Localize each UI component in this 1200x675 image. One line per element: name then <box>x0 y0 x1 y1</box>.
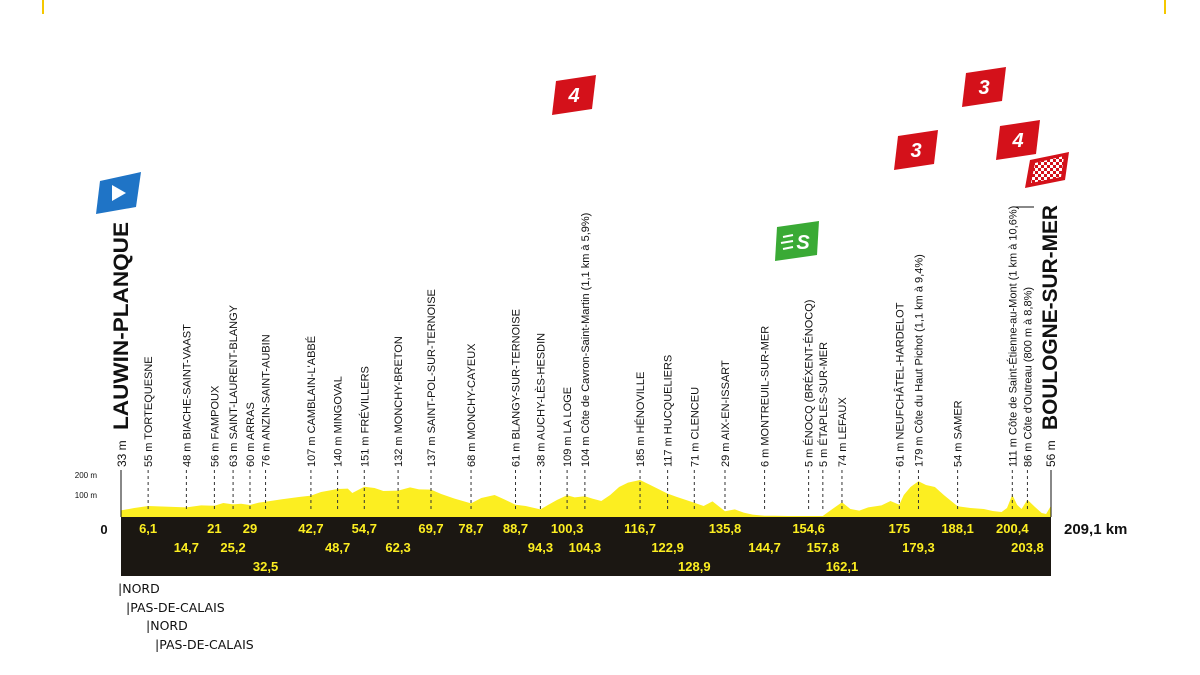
place-label: 5 m ÉNOCQ (BRÉXENT-ÉNOCQ) <box>803 300 816 467</box>
km-label: 48,7 <box>325 540 350 555</box>
start-town: LAUWIN-PLANQUE <box>110 222 133 430</box>
km-label: 6,1 <box>139 521 157 536</box>
km-label: 62,3 <box>385 540 410 555</box>
km-label: 200,4 <box>996 521 1029 536</box>
zero-label: 0 <box>100 522 107 537</box>
place-label: 140 m MINGOVAL <box>333 376 345 467</box>
place-label: 54 m SAMER <box>953 400 965 467</box>
km-label: 128,9 <box>678 559 711 574</box>
place-label: 68 m MONCHY-CAYEUX <box>466 343 478 467</box>
km-label: 100,3 <box>551 521 584 536</box>
place-label: 61 m BLANGY-SUR-TERNOISE <box>511 309 523 467</box>
km-label: 25,2 <box>220 540 245 555</box>
km-label: 88,7 <box>503 521 528 536</box>
y-tick-100: 100 m <box>75 491 98 500</box>
finish-altitude: 56 m <box>1044 440 1058 467</box>
department-item: |NORD <box>146 618 188 633</box>
km-label: 175 <box>888 521 910 536</box>
ground-band <box>121 517 1051 576</box>
place-label: 132 m MONCHY-BRETON <box>393 336 405 467</box>
km-label: 144,7 <box>748 540 781 555</box>
speed-line-icon <box>780 240 794 244</box>
climb-category-number: 3 <box>978 77 989 99</box>
place-label: 38 m AUCHY-LÈS-HESDIN <box>534 333 547 467</box>
place-label: 104 m Côte de Cavron-Saint-Martin (1,1 k… <box>580 213 592 467</box>
place-label: 56 m FAMPOUX <box>209 385 221 467</box>
climb-category-badge <box>962 67 1006 107</box>
km-label: 104,3 <box>569 540 602 555</box>
place-label: 109 m LA LOGE <box>562 387 574 467</box>
place-label: 29 m AIX-EN-ISSART <box>720 360 732 467</box>
place-label: 55 m TORTEQUESNE <box>143 356 155 467</box>
km-label: 21 <box>207 521 221 536</box>
km-label: 157,8 <box>807 540 840 555</box>
play-icon <box>112 185 126 201</box>
km-label: 135,8 <box>709 521 742 536</box>
climb-category-badge <box>996 120 1040 160</box>
place-label: 48 m BIACHE-SAINT-VAAST <box>181 324 193 467</box>
speed-line-icon <box>782 246 794 250</box>
km-label: 54,7 <box>352 521 377 536</box>
finish-town: BOULOGNE-SUR-MER <box>1039 205 1062 430</box>
y-tick-200: 200 m <box>75 471 98 480</box>
department-item: |PAS-DE-CALAIS <box>126 599 225 615</box>
place-label: 71 m CLENCEU <box>689 387 701 467</box>
climb-category-number: 4 <box>567 85 579 107</box>
start-flag-badge <box>96 172 141 214</box>
place-label: 63 m SAINT-LAURENT-BLANGY <box>228 304 240 467</box>
place-label: 185 m HÉNOVILLE <box>634 372 647 467</box>
km-label: 29 <box>243 521 257 536</box>
km-label: 69,7 <box>418 521 443 536</box>
km-label: 203,8 <box>1011 540 1044 555</box>
place-label: 61 m NEUFCHÂTEL-HARDELOT <box>893 302 906 467</box>
department-item: |PAS-DE-CALAIS <box>155 636 254 652</box>
km-label: 94,3 <box>528 540 553 555</box>
checkered-flag-icon <box>1031 156 1064 183</box>
place-label: 6 m MONTREUIL-SUR-MER <box>760 326 772 467</box>
place-label: 117 m HUCQUELIERS <box>663 355 675 467</box>
climb-category-badge <box>552 75 596 115</box>
km-label: 14,7 <box>174 540 199 555</box>
elevation-area <box>121 480 1051 517</box>
department-list: |NORD |PAS-DE-CALAIS |NORD |PAS-DE-CALAI… <box>118 580 254 654</box>
km-label: 162,1 <box>826 559 859 574</box>
place-label: 179 m Côte du Haut Pichot (1,1 km à 9,4%… <box>913 254 925 467</box>
climb-category-badge <box>894 130 938 170</box>
km-label: 179,3 <box>902 540 935 555</box>
place-label: 76 m ANZIN-SAINT-AUBIN <box>261 334 273 467</box>
km-label: 32,5 <box>253 559 278 574</box>
km-label: 154,6 <box>792 521 825 536</box>
place-label: 111 m Côte de Saint-Étienne-au-Mont (1 k… <box>1006 206 1019 467</box>
start-altitude: 33 m <box>115 440 129 467</box>
climb-category-number: 4 <box>1011 130 1023 152</box>
km-label: 188,1 <box>941 521 974 536</box>
place-label: 107 m CAMBLAIN-L'ABBÉ <box>305 336 318 467</box>
place-label: 137 m SAINT-POL-SUR-TERNOISE <box>426 289 438 467</box>
finish-flag-badge <box>1025 152 1069 188</box>
km-label: 78,7 <box>458 521 483 536</box>
place-label: 5 m ÉTAPLES-SUR-MER <box>817 342 830 467</box>
km-label: 42,7 <box>298 521 323 536</box>
km-label: 122,9 <box>651 540 684 555</box>
speed-line-icon <box>782 234 794 238</box>
climb-category-number: 3 <box>910 140 921 162</box>
place-label: 86 m Côte d'Outreau (800 m à 8,8%) <box>1022 287 1034 467</box>
place-label: 151 m FRÉVILLERS <box>358 366 371 467</box>
place-label: 74 m LEFAUX <box>837 397 849 467</box>
sprint-badge <box>775 221 819 261</box>
total-distance: 209,1 km <box>1064 521 1127 538</box>
department-item: |NORD <box>118 581 160 596</box>
km-label: 116,7 <box>624 521 656 536</box>
sprint-letter: S <box>796 232 810 254</box>
place-label: 60 m ARRAS <box>245 402 257 467</box>
